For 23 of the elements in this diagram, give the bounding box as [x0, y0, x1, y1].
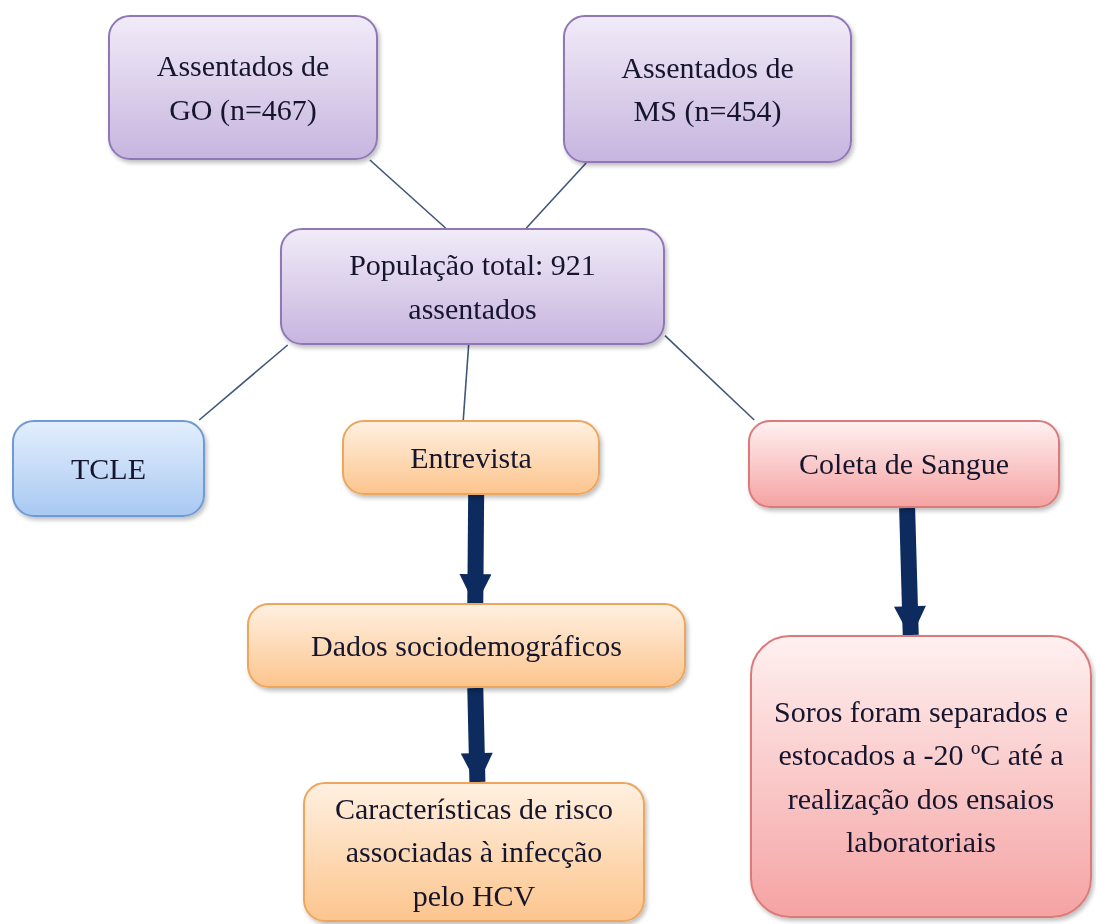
box-text: Assentados de MS (n=454) [620, 49, 795, 129]
process-box [750, 635, 1092, 918]
connector-line [198, 344, 289, 421]
process-box [303, 782, 645, 922]
box-text: Dados sociodemográficos [311, 627, 622, 664]
box-text: TCLE [71, 450, 146, 487]
box-text: Coleta de Sangue [799, 446, 1009, 483]
box-text: Assentados de GO (n=467) [155, 48, 331, 128]
connector-line [369, 159, 447, 229]
process-box [342, 420, 600, 495]
box-text: Entrevista [410, 439, 532, 476]
process-box [563, 15, 852, 163]
box-text: População total: 921 assentados [348, 247, 597, 327]
box-text: Características de risco associadas à infecção pelo HCV [333, 790, 615, 914]
process-box [748, 420, 1060, 508]
connector-line [462, 344, 470, 421]
connector-line [525, 162, 587, 229]
process-box [108, 15, 378, 160]
process-box [280, 228, 665, 345]
connector-line [664, 334, 756, 421]
process-box [247, 603, 686, 688]
process-box [12, 420, 205, 517]
box-text: Soros foram separados e estocados a -20 ºC até a realização dos ensaios laboratoriais [772, 693, 1070, 860]
